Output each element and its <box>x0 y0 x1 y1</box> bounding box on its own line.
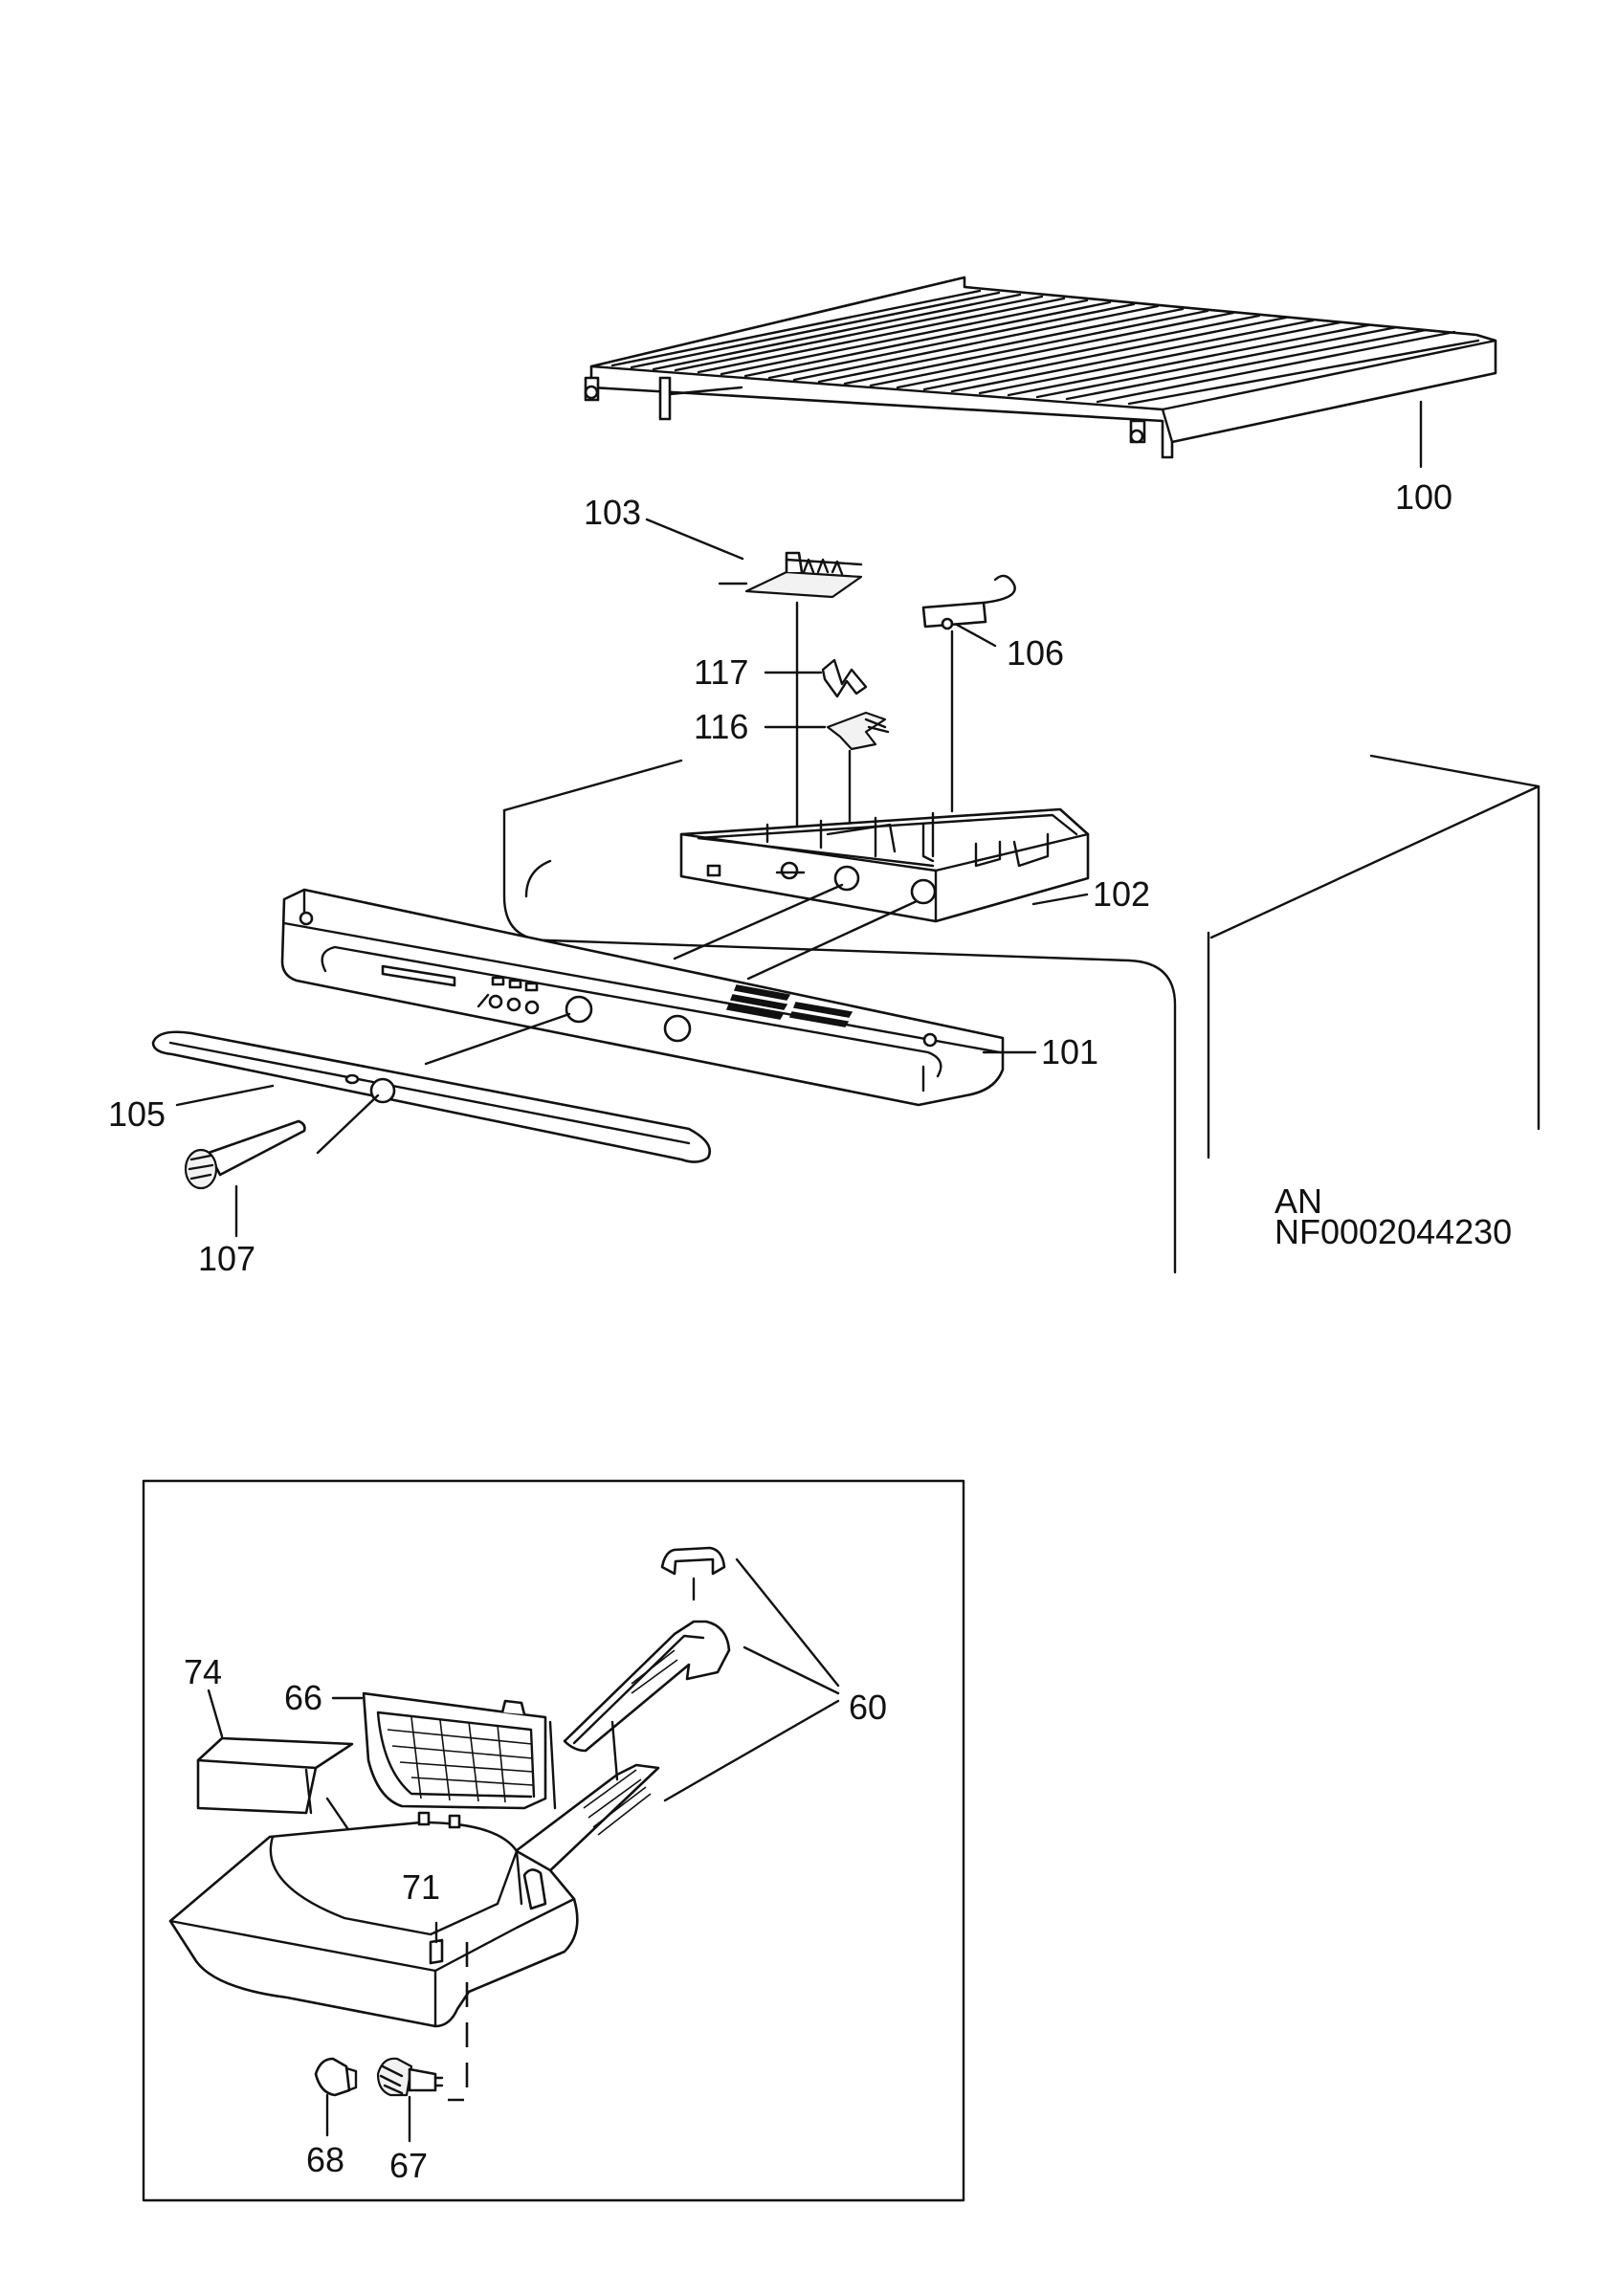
socket-part-67 <box>376 2057 444 2097</box>
assembly-dashed-line <box>448 1942 469 2102</box>
module-part-106 <box>921 574 1016 630</box>
assembly-line-102b <box>746 899 919 981</box>
shelf-part-100 <box>584 276 1497 459</box>
leader-105 <box>175 1084 275 1107</box>
label-102: 102 <box>1093 874 1150 914</box>
leader-102 <box>1031 893 1089 906</box>
detail-inset-frame <box>142 1479 965 2202</box>
leader-60b <box>743 1645 840 1695</box>
lamp-cover-housing <box>168 1811 579 2028</box>
leader-74 <box>207 1689 224 1738</box>
label-60: 60 <box>849 1688 887 1727</box>
bracket-part-116 <box>826 711 890 751</box>
assembly-line-105 <box>316 1093 380 1155</box>
housing-part-102 <box>679 807 1090 923</box>
label-116: 116 <box>694 707 748 746</box>
diffuser-part-74 <box>196 1736 354 1815</box>
label-103: 103 <box>584 493 641 532</box>
leader-103 <box>645 518 744 561</box>
label-107: 107 <box>198 1239 255 1278</box>
label-105: 105 <box>108 1094 166 1134</box>
document-code-line2: NF0002044230 <box>1274 1212 1512 1251</box>
assembly-line-102a <box>673 883 844 960</box>
leader-106 <box>955 623 997 648</box>
leader-60c <box>663 1699 840 1802</box>
bulb-part-68 <box>314 2057 358 2097</box>
label-100: 100 <box>1395 477 1452 517</box>
clip-part-117 <box>821 658 868 698</box>
knob-part-107 <box>184 1119 306 1190</box>
label-66: 66 <box>284 1678 322 1717</box>
label-68: 68 <box>306 2140 344 2179</box>
bracket-part-103 <box>744 551 863 599</box>
document-code-line1: AN <box>1274 1181 1322 1221</box>
lampholder-part-60 <box>510 1546 731 1932</box>
assembly-line-101 <box>424 1012 571 1066</box>
label-117: 117 <box>694 652 748 692</box>
label-101: 101 <box>1041 1032 1098 1071</box>
grille-part-66 <box>362 1691 557 1810</box>
label-106: 106 <box>1007 633 1064 673</box>
label-71: 71 <box>402 1867 440 1907</box>
panel-part-101 <box>280 888 1005 1107</box>
cabinet-outline <box>502 754 1540 1274</box>
label-67: 67 <box>389 2146 428 2185</box>
label-74: 74 <box>184 1652 222 1691</box>
leader-60a <box>735 1557 840 1688</box>
